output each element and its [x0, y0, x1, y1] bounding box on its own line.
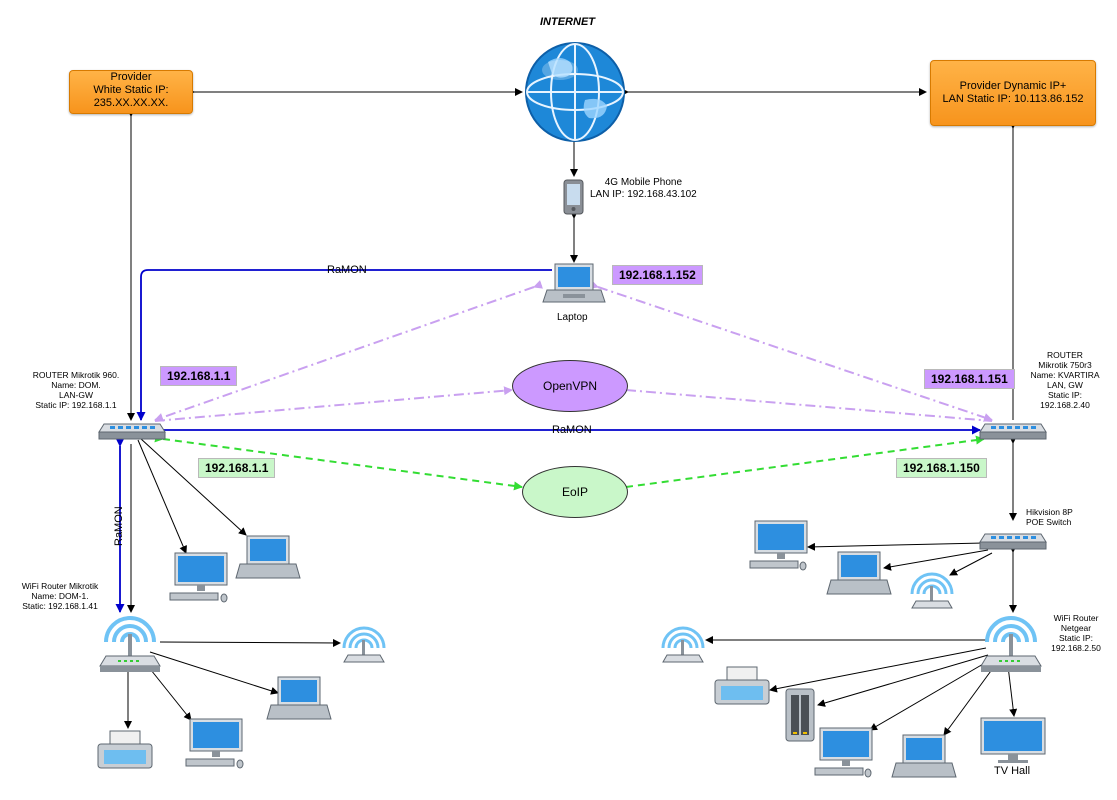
openvpn-right-ip: 192.168.1.151 — [924, 369, 1015, 389]
provider-right-line2: LAN Static IP: 10.113.86.152 — [942, 93, 1084, 105]
router-icon — [979, 423, 1047, 440]
provider-right-line1: Provider Dynamic IP+ — [959, 80, 1067, 92]
laptop-label: Laptop — [557, 312, 588, 323]
router-left-line: Name: DOM. — [51, 380, 101, 390]
desktop-computer-icon — [169, 552, 228, 603]
eoip-bubble[interactable]: EoIP — [522, 466, 628, 518]
ramon-vertical-label: RaMON — [113, 506, 125, 546]
wifi-right-line: WiFi Router — [1053, 613, 1099, 623]
wifi-right-line: Netgear — [1060, 623, 1092, 633]
router-right-line: ROUTER — [1047, 350, 1083, 360]
router-left-line: ROUTER Mikrotik 960. — [32, 370, 120, 380]
router-left-line: Static IP: 192.168.1.1 — [35, 400, 117, 410]
access-point-icon — [661, 626, 705, 663]
router-right-label: ROUTER Mikrotik 750r3 Name: KVARTIRA LAN… — [1020, 350, 1110, 410]
ramon-top-label: RaMON — [327, 264, 367, 276]
switch-icon — [979, 533, 1047, 550]
eoip-left-ip: 192.168.1.1 — [198, 458, 276, 478]
router-left-line: LAN-GW — [59, 390, 93, 400]
provider-right-box[interactable]: Provider Dynamic IP+ LAN Static IP: 10.1… — [930, 60, 1096, 126]
router-right-line: 192.168.2.40 — [1040, 400, 1090, 410]
desktop-computer-icon — [814, 727, 873, 778]
server-icon — [785, 688, 815, 742]
tv-icon — [980, 717, 1046, 763]
desktop-computer-icon — [749, 520, 808, 571]
wifi-right-label: WiFi Router Netgear Static IP: 192.168.2… — [1046, 613, 1106, 653]
router-icon — [98, 423, 166, 440]
laptop-icon — [266, 676, 332, 720]
desktop-computer-icon — [185, 718, 244, 769]
tv-label: TV Hall — [994, 765, 1031, 777]
printer-icon — [714, 666, 770, 705]
router-right-line: Static IP: — [1047, 390, 1082, 400]
wifi-left-line: Name: DOM-1. — [31, 591, 89, 601]
wifi-right-line: 192.168.2.50 — [1051, 643, 1101, 653]
access-point-icon — [342, 626, 386, 663]
printer-icon — [97, 730, 153, 769]
switch-line: Hikvision 8P — [1026, 507, 1073, 517]
provider-left-line2: White Static IP: — [93, 84, 169, 96]
laptop-icon — [826, 551, 892, 595]
phone-label-line1: 4G Mobile Phone — [604, 177, 683, 188]
laptop-icon — [542, 263, 606, 303]
laptop-ip-badge: 192.168.1.152 — [612, 265, 703, 285]
router-right-line: Mikrotik 750r3 — [1038, 360, 1092, 370]
access-point-icon — [910, 572, 954, 609]
switch-line: POE Switch — [1026, 517, 1072, 527]
switch-label: Hikvision 8P POE Switch — [1026, 507, 1073, 527]
openvpn-bubble[interactable]: OpenVPN — [512, 360, 628, 412]
provider-left-line3: 235.XX.XX.XX. — [93, 97, 169, 109]
openvpn-left-ip: 192.168.1.1 — [160, 366, 238, 386]
wifi-left-line: Static: 192.168.1.41 — [22, 601, 98, 611]
wifi-right-line: Static IP: — [1058, 633, 1093, 643]
router-right-line: LAN, GW — [1047, 380, 1083, 390]
router-left-label: ROUTER Mikrotik 960. Name: DOM. LAN-GW S… — [28, 370, 124, 410]
provider-left-box[interactable]: Provider White Static IP: 235.XX.XX.XX. — [69, 70, 193, 114]
ramon-middle-label: RaMON — [552, 424, 592, 436]
phone-label: 4G Mobile Phone LAN IP: 192.168.43.102 — [590, 177, 697, 201]
phone-icon — [563, 179, 584, 215]
globe-icon — [525, 42, 625, 142]
wifi-left-line: WiFi Router Mikrotik — [21, 581, 99, 591]
wifi-router-icon — [99, 616, 161, 672]
laptop-icon — [891, 734, 957, 778]
router-right-line: Name: KVARTIRA — [1030, 370, 1100, 380]
eoip-right-ip: 192.168.1.150 — [896, 458, 987, 478]
provider-left-line1: Provider — [110, 71, 152, 83]
laptop-icon — [235, 535, 301, 579]
phone-label-line2: LAN IP: 192.168.43.102 — [590, 189, 697, 200]
wifi-router-icon — [980, 616, 1042, 672]
wifi-left-label: WiFi Router Mikrotik Name: DOM-1. Static… — [10, 581, 110, 611]
internet-title: INTERNET — [540, 16, 595, 28]
